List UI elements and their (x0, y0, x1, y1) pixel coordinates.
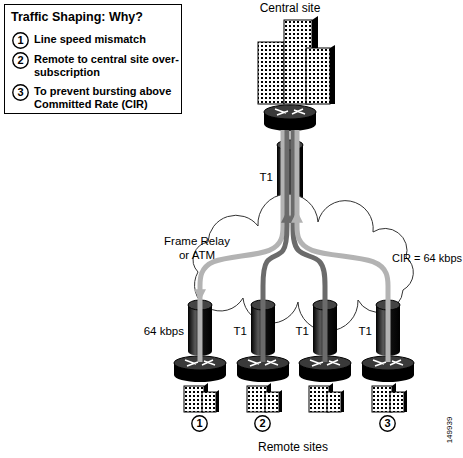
callout-number: 2 (12, 52, 29, 69)
building (284, 20, 312, 104)
key-item: To prevent bursting above Committed Rate… (34, 85, 180, 111)
building (306, 48, 330, 104)
figure-number: 149939 (445, 410, 455, 450)
pipe-top (188, 300, 212, 310)
link-pipe: 64 kbps (188, 300, 212, 356)
building-side (312, 16, 318, 104)
remote-building (372, 383, 407, 412)
pipe-top (313, 300, 337, 310)
pipe-top (376, 300, 400, 310)
remote-building (184, 383, 219, 412)
node-text: 3 (379, 415, 396, 432)
node-text: T1 (227, 324, 247, 338)
callout-number: 2 (254, 415, 271, 432)
node-shape (178, 212, 428, 306)
callout-number: 3 (379, 415, 396, 432)
node-text: 2 (12, 52, 29, 69)
pipe-body (188, 305, 212, 351)
node-text: T1 (289, 324, 309, 338)
node-text: 1 (12, 32, 29, 49)
link-pipe: T1 (313, 300, 337, 356)
router-symbol (362, 356, 414, 382)
group-label: Remote sites (258, 440, 348, 454)
router-symbol (264, 105, 316, 131)
node-text: T1 (352, 324, 372, 338)
key-item: Line speed mismatch (34, 33, 180, 46)
router-symbol (299, 356, 351, 382)
callout-number: 3 (12, 84, 29, 101)
node-text: Traffic Shaping: Why? (11, 10, 143, 25)
node-shape (313, 300, 337, 356)
node-text: 2 (254, 415, 271, 432)
callout-circle (255, 416, 270, 431)
pipe-body (313, 305, 337, 351)
node-shape (376, 300, 400, 356)
node-text: 3 (12, 84, 29, 101)
building-side (284, 38, 290, 104)
callout-circle (192, 416, 207, 431)
rate-label: CIR = 64 kbps (392, 252, 462, 265)
key-item: Remote to central site over-subscription (34, 53, 180, 79)
remote-building (309, 383, 344, 412)
central-buildings (258, 16, 335, 104)
callout-number: 1 (12, 32, 29, 49)
pipe-body (376, 305, 400, 351)
central-site: Central site (240, 0, 340, 134)
callout-circle (13, 85, 28, 100)
node-text: T1 (251, 170, 273, 184)
node-shape (188, 300, 212, 356)
callout-circle (380, 416, 395, 431)
callout-number: 1 (191, 415, 208, 432)
node-text: Central site (240, 1, 340, 15)
callout-circle (13, 33, 28, 48)
pipe-top (277, 140, 303, 150)
link-pipe: T1 (251, 300, 275, 356)
wan-cloud: Frame Relay or ATM (178, 212, 428, 306)
link-pipe: T1 (376, 300, 400, 356)
node-text: 1 (191, 415, 208, 432)
node-shape (251, 300, 275, 356)
building-side (330, 45, 335, 104)
building (258, 42, 284, 104)
router-symbol (174, 356, 226, 382)
remote-building (247, 383, 282, 412)
pipe-top (251, 300, 275, 310)
router-symbol (237, 356, 289, 382)
callout-circle (13, 53, 28, 68)
pipe-body (251, 305, 275, 351)
node-text: Frame Relay or ATM (160, 234, 234, 262)
node-text: 64 kbps (138, 324, 184, 338)
